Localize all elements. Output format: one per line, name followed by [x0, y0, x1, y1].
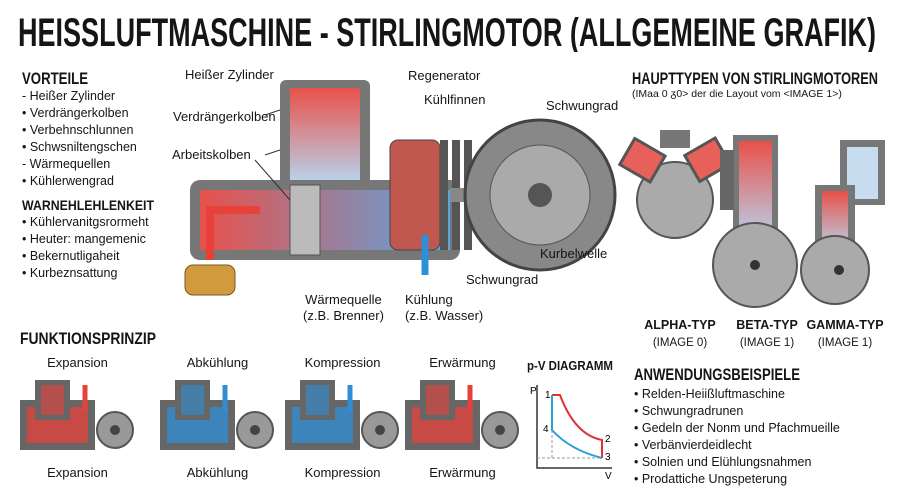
- pv-hot-curve: [552, 394, 603, 458]
- applications-list: • Relden-Heiißluftmaschine • Schwungradru…: [634, 386, 884, 488]
- pv-axes: [536, 385, 612, 469]
- type-name: ALPHA-TYP: [644, 318, 716, 332]
- applications-section: ANWENDUNGSBEISPIELE • Relden-Heiißluftma…: [634, 364, 884, 488]
- list-item: • Verbehnschlunnen: [22, 123, 134, 137]
- label-cooling: Kühlung(z.B. Wasser): [405, 292, 484, 323]
- engine-types-illustration: [617, 130, 885, 308]
- pv-point-2: 2: [605, 434, 611, 445]
- type-sub: (IMAGE 1): [739, 337, 795, 349]
- list-item: • Schwsniltengschen: [22, 140, 137, 154]
- pv-point-4: 4: [543, 424, 549, 435]
- type-sub: (IMAGE 0): [652, 337, 708, 349]
- list-item: • Schwungradrunen: [634, 404, 744, 418]
- list-item: • Kühlerwengrad: [22, 174, 114, 188]
- label-displacer: Verdrängerkolben: [173, 109, 276, 124]
- label-regenerator: Regenerator: [408, 68, 481, 83]
- step-title: Expansion: [47, 355, 108, 370]
- list-item: • Solnien und Elühlungsnahmen: [634, 455, 812, 469]
- type-name: GAMMA-TYP: [806, 318, 884, 332]
- pv-xlabel: V: [605, 471, 612, 480]
- step-expansion: Expansion Expansion: [15, 355, 140, 485]
- list-item: • Relden-Heiißluftmaschine: [634, 387, 785, 401]
- step-title: Erwärmung: [429, 355, 496, 370]
- step-abkühlung: Abkühlung Abkühlung: [155, 355, 280, 485]
- pv-diagram: P V 1 2 3 4: [530, 385, 612, 480]
- svg-text:HAUPTTYPEN VON STIRLINGMOTOREN: HAUPTTYPEN VON STIRLINGMOTOREN: [632, 69, 878, 88]
- regenerator: [389, 139, 441, 251]
- step-engine-icon: [160, 380, 274, 450]
- gamma-type-drawing: [800, 140, 885, 305]
- step-caption: Abkühlung: [186, 465, 249, 480]
- list-item: • Kurbeznsattung: [22, 266, 118, 280]
- list-item: • Prodattiche Ungspeterung: [634, 472, 788, 486]
- page-title: HEISSLUFTMASCHINE - STIRLINGMOTOR (ALLGE…: [18, 10, 880, 52]
- step-caption: Erwärmung: [429, 465, 496, 480]
- list-item: • Kühlervanitgsrormeht: [22, 215, 149, 229]
- list-item: • Gedeln der Nonm und Pfachmueille: [634, 421, 840, 435]
- list-item: - Wärmequellen: [22, 157, 111, 171]
- svg-text:p-V DIAGRAMM: p-V DIAGRAMM: [527, 358, 613, 373]
- list-item: • Heuter: mangemenic: [22, 232, 146, 246]
- step-title: Abkühlung: [186, 355, 249, 370]
- label-heat-source: Wärmequelle(z.B. Brenner): [303, 292, 384, 323]
- hot-flow-arrow: [206, 206, 260, 260]
- function-heading: FUNKTIONSPRINZIP: [20, 328, 160, 348]
- types-subtitle: (IMaa 0 ᵹ0> der die Layout vom <IMAGE 1>…: [632, 88, 842, 100]
- pv-title: p-V DIAGRAMM: [527, 357, 617, 373]
- list-item: • Bekernutligaheit: [22, 249, 120, 263]
- step-caption: Expansion: [47, 465, 108, 480]
- type-label-alpha-typ: ALPHA-TYP (IMAGE 0): [640, 316, 720, 352]
- step-engine-icon: [20, 380, 134, 450]
- type-label-gamma-typ: GAMMA-TYP (IMAGE 1): [805, 316, 885, 352]
- working-piston: [289, 184, 321, 256]
- label-flywheel-top: Schwungrad: [546, 98, 619, 113]
- stirling-engine-diagram: [184, 80, 617, 296]
- step-kompression: Kompression Kompression: [280, 355, 405, 485]
- svg-text:WARNEHLEHLENKEIT: WARNEHLEHLENKEIT: [22, 197, 154, 213]
- pv-point-3: 3: [605, 452, 611, 463]
- warnings-heading: WARNEHLEHLENKEIT: [22, 197, 154, 213]
- warnings-list: • Kühlervanitgsrormeht • Heuter: mangemen…: [22, 214, 157, 282]
- label-flywheel-bottom: Schwungrad: [466, 272, 539, 287]
- step-engine-icon: [405, 380, 519, 450]
- alpha-type-drawing: [617, 130, 733, 239]
- pv-ylabel: P: [530, 386, 537, 397]
- advantages-list: - Heißer Zylinder • Verdrängerkolben • Ver…: [22, 88, 157, 190]
- step-caption: Kompression: [304, 465, 381, 480]
- type-sub: (IMAGE 1): [817, 337, 873, 349]
- label-working-piston: Arbeitskolben: [172, 147, 251, 162]
- types-heading: HAUPTTYPEN VON STIRLINGMOTOREN: [632, 69, 878, 88]
- step-engine-icon: [285, 380, 399, 450]
- svg-text:ANWENDUNGSBEISPIELE: ANWENDUNGSBEISPIELE: [634, 365, 800, 384]
- svg-text:HEISSLUFTMASCHINE - STIRLINGMO: HEISSLUFTMASCHINE - STIRLINGMOTOR (ALLGE…: [18, 11, 876, 52]
- svg-text:VORTEILE: VORTEILE: [22, 69, 88, 88]
- label-crankshaft: Kurbelwelle: [540, 246, 608, 261]
- svg-text:FUNKTIONSPRINZIP: FUNKTIONSPRINZIP: [20, 329, 156, 348]
- label-fins: Kühlfinnen: [424, 92, 486, 107]
- step-title: Kompression: [304, 355, 381, 370]
- advantages-heading: VORTEILE: [22, 69, 88, 88]
- pv-point-1: 1: [545, 390, 551, 401]
- step-erwärmung: Erwärmung Erwärmung: [400, 355, 525, 485]
- types-section: HAUPTTYPEN VON STIRLINGMOTOREN (IMaa 0 ᵹ…: [632, 68, 892, 100]
- advantages-section: VORTEILE - Heißer Zylinder • Verdrängerko…: [22, 68, 157, 282]
- type-name: BETA-TYP: [736, 318, 798, 332]
- list-item: • Verdrängerkolben: [22, 106, 129, 120]
- applications-heading: ANWENDUNGSBEISPIELE: [634, 365, 800, 384]
- list-item: • Verbänvierdeidlecht: [634, 438, 752, 452]
- type-label-beta-typ: BETA-TYP (IMAGE 1): [727, 316, 807, 352]
- list-item: - Heißer Zylinder: [22, 89, 116, 103]
- label-hot-cylinder: Heißer Zylinder: [185, 67, 274, 82]
- beta-type-drawing: [712, 135, 798, 308]
- heat-burner: [184, 264, 236, 296]
